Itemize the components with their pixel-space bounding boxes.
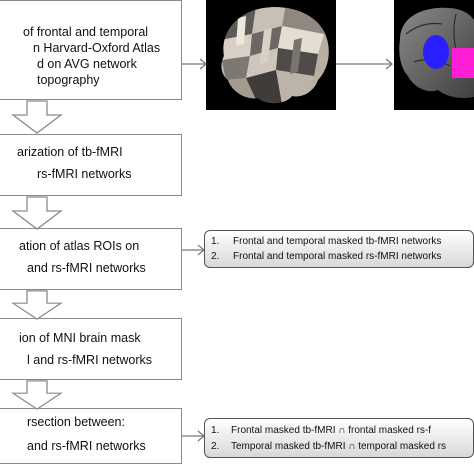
roi-brain-svg	[399, 7, 474, 98]
step-1-line-3: d on AVG network	[37, 57, 137, 71]
output-2-item-1-text: Frontal masked tb-fMRI ∩ frontal masked …	[231, 425, 432, 436]
output-box-1: 1. Frontal and temporal masked tb-fMRI ne…	[204, 230, 474, 268]
step-3-box: ation of atlas ROIs on and rs-fMRI netwo…	[0, 228, 182, 290]
output-1-item-2-num: 2.	[211, 251, 220, 262]
down-arrow-1	[11, 100, 63, 134]
down-arrow-4	[11, 380, 63, 410]
frontal-roi	[452, 48, 474, 78]
step-1-line-1: of frontal and temporal	[23, 25, 149, 39]
step-1-box: of frontal and temporal n Harvard-Oxford…	[0, 0, 182, 100]
step-5-box: rsection between: and rs-fMRI networks	[0, 408, 182, 464]
output-2-item-1-num: 1.	[211, 425, 220, 436]
output-1-item-2-text: Frontal and temporal masked rs-fMRI netw…	[233, 251, 442, 262]
output-2-item-2-num: 2.	[211, 441, 220, 452]
step-4-line-1: ion of MNI brain mask	[19, 331, 141, 345]
output-1-item-1-text: Frontal and temporal masked tb-fMRI netw…	[233, 236, 442, 247]
right-arrow-3	[182, 244, 205, 256]
output-2-item-1: 1. Frontal masked tb-fMRI ∩ frontal maske…	[211, 425, 431, 436]
step-5-line-2: and rs-fMRI networks	[27, 439, 146, 453]
atlas-brain-svg	[221, 7, 329, 104]
temporal-roi	[423, 35, 449, 69]
roi-brain-image	[394, 0, 474, 110]
step-1-line-2: n Harvard-Oxford Atlas	[33, 41, 161, 55]
output-2-item-2: 2. Temporal masked tb-fMRI ∩ temporal mas…	[211, 441, 446, 452]
step-3-line-2: and rs-fMRI networks	[27, 261, 146, 275]
right-arrow-1	[182, 58, 207, 70]
down-arrow-2	[11, 196, 63, 230]
output-1-item-2: 2. Frontal and temporal masked rs-fMRI ne…	[211, 251, 441, 262]
output-1-item-1: 1. Frontal and temporal masked tb-fMRI ne…	[211, 236, 441, 247]
step-1-line-4: topography	[37, 73, 100, 87]
step-4-line-2: l and rs-fMRI networks	[27, 353, 153, 367]
right-arrow-4	[182, 430, 205, 442]
output-box-2: 1. Frontal masked tb-fMRI ∩ frontal maske…	[204, 418, 474, 458]
step-5-line-1: rsection between:	[27, 415, 125, 429]
right-arrow-2	[336, 58, 393, 70]
step-4-box: ion of MNI brain mask l and rs-fMRI netw…	[0, 318, 182, 380]
step-2-box: arization of tb-fMRI rs-fMRI networks	[0, 134, 182, 196]
output-2-item-2-text: Temporal masked tb-fMRI ∩ temporal maske…	[231, 441, 447, 452]
step-2-line-2: rs-fMRI networks	[37, 167, 132, 181]
down-arrow-3	[11, 290, 63, 320]
atlas-brain-image	[206, 0, 336, 110]
step-2-line-1: arization of tb-fMRI	[17, 145, 123, 159]
step-3-line-1: ation of atlas ROIs on	[19, 239, 140, 253]
output-1-item-1-num: 1.	[211, 236, 220, 247]
